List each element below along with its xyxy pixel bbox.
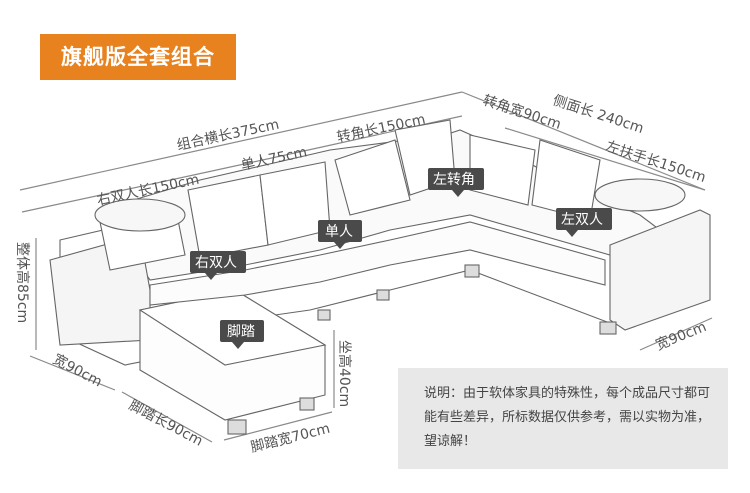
pillow-1: [187, 174, 269, 259]
dim-left-arm: 左扶手长150cm: [604, 139, 708, 186]
seat-cushion: [149, 221, 606, 306]
tag-right-double: 右双人: [190, 251, 246, 280]
dim-line-left-arm: [504, 127, 706, 191]
disclaimer-note: 说明：由于软体家具的特殊性，每个成品尺寸都可能有些差异，所标数据仅供参考，需以实…: [398, 368, 728, 469]
tag-right-double-label: 右双人: [195, 255, 237, 271]
tag-left-corner-label: 左转角: [433, 172, 475, 188]
tag-left-corner: 左转角: [428, 168, 484, 197]
dim-line-combo: [19, 91, 463, 191]
dim-footrest-length: 脚踏长90cm: [126, 397, 205, 449]
dim-footrest-width: 脚踏宽70cm: [249, 420, 332, 456]
dim-line-footrest-width: [223, 411, 333, 441]
dim-line-side: [461, 91, 706, 191]
dim-line-footrest-length: [121, 391, 213, 443]
leg-1: [227, 419, 247, 435]
dim-seat-height: 坐高40cm: [336, 340, 353, 407]
dim-line-depth-left: [29, 355, 116, 391]
bolster-left: [94, 198, 186, 232]
leg-4: [464, 264, 480, 278]
leg-2: [299, 397, 315, 411]
leg-3: [599, 321, 617, 335]
leg-5: [376, 289, 390, 301]
dim-depth-right: 宽90cm: [653, 318, 709, 354]
dim-depth-left: 宽90cm: [50, 351, 105, 391]
dim-line-single: [211, 146, 323, 172]
dim-combo-length: 组合横长375cm: [176, 117, 281, 154]
dim-line-right-double: [21, 170, 213, 213]
dim-side-length: 侧面长 240cm: [551, 93, 646, 137]
tag-single-label: 单人: [325, 224, 353, 240]
tag-footrest-label: 脚踏: [227, 324, 255, 340]
tag-single: 单人: [318, 220, 362, 249]
dim-line-corner: [321, 115, 463, 148]
dim-corner-width: 转角宽90cm: [481, 92, 563, 133]
banner-title: 旗舰版全套组合: [40, 34, 236, 80]
tag-footrest: 脚踏: [220, 320, 264, 349]
leg-6: [317, 309, 331, 321]
left-armrest: [609, 209, 711, 331]
dim-total-height: 整体高85cm: [14, 242, 31, 323]
tag-left-double-label: 左双人: [561, 212, 603, 228]
bolster-right: [594, 178, 686, 212]
pillow-3: [334, 139, 411, 216]
dim-line-depth-right: [639, 317, 713, 351]
tag-left-double: 左双人: [556, 208, 612, 237]
